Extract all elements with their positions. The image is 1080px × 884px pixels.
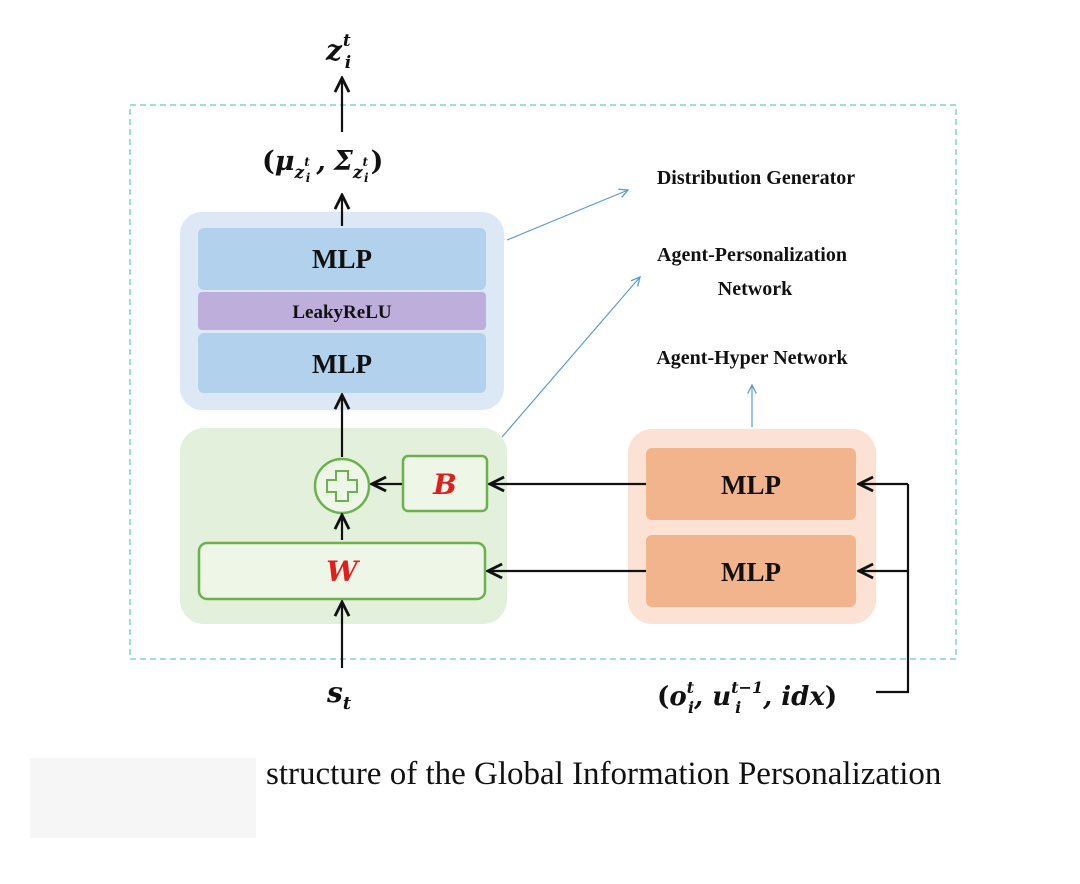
leaky-relu-box [198,292,486,330]
agent-personalization-label-line2: Network [718,278,793,300]
mlp-bottom-box [198,333,486,393]
output-var-base: z [325,34,343,67]
pointer-agent-personalization [501,277,640,438]
mlp-bottom-label: MLP [312,349,372,379]
params-sigma-subsup: t [362,155,368,169]
params-open: ( [262,146,275,177]
plus-icon [326,470,358,502]
addition-node [313,457,371,515]
params-sigma-subsub: i [364,171,369,185]
hyper-mlp-bottom-box [646,535,856,607]
params-mu: μ [275,146,295,177]
params-close: ) [371,146,384,177]
dashed-frame [129,104,957,660]
hyper-mlp-bottom-label: MLP [721,557,781,587]
state-input-base: s [326,676,343,709]
params-sigma-sub: z [352,163,363,183]
agent-input-sep1: , [693,682,712,712]
output-var-sub: i [345,53,351,73]
bias-label: B [432,468,457,501]
leaky-relu-label: LeakyReLU [292,302,392,323]
agent-input-u-sup: t−1 [731,678,763,697]
agent-input-u: u [712,682,731,712]
hyper-mlp-top-label: MLP [721,470,781,500]
agent-input-open: ( [657,682,669,712]
hyper-mlp-top-box [646,448,856,520]
agent-input-o-sup: t [687,678,695,697]
bias-box [401,454,489,513]
agent-personalization-label-line1: Agent-Personalization [657,244,847,266]
params-mu-sub: z [294,163,305,183]
figure-caption: structure of the Global Information Pers… [266,756,942,792]
weight-label: W [326,555,360,588]
state-input: st [326,676,352,714]
output-var-sup: t [343,31,351,51]
agent-input-u-sub: i [735,698,741,717]
params-mu-subsub: i [306,171,311,185]
state-input-sub: t [343,693,352,714]
agent-hyper-network-label: Agent-Hyper Network [656,347,848,369]
agent-input-idx: , idx [762,682,825,712]
mlp-top-label: MLP [312,244,372,274]
agent-input-o: o [669,682,686,712]
distribution-generator-label: Distribution Generator [657,167,855,189]
params-sigma: Σ [333,146,354,177]
mlp-top-box [198,228,486,290]
pointer-distribution-generator [506,190,628,241]
weight-box [197,541,487,601]
agent-input-close: ) [825,682,837,712]
input-routing-line [876,484,910,694]
params-mu-subsup: t [304,155,310,169]
params-sep: , [315,146,325,177]
agent-input-o-sub: i [688,698,694,717]
redacted-caption-prefix [30,758,256,838]
